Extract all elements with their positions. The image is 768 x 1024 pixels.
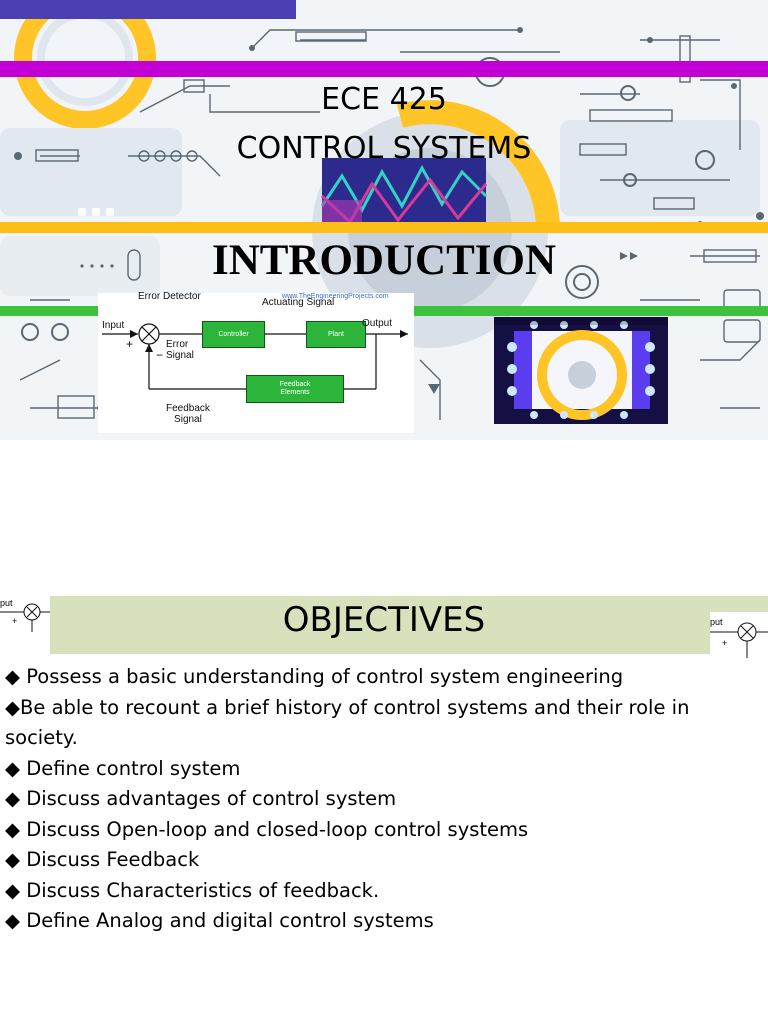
objectives-header-bar	[50, 596, 768, 654]
mini-plus-left: +	[12, 616, 18, 626]
magenta-accent-bar	[0, 61, 768, 77]
objective-item: ◆Be able to recount a brief history of c…	[5, 695, 690, 750]
diamond-bullet-icon: ◆	[5, 665, 20, 688]
objective-item: ◆ Define control system	[5, 756, 241, 780]
mini-input-label-right: put	[710, 617, 723, 627]
objective-item: ◆ Discuss Open-loop and closed-loop cont…	[5, 817, 529, 841]
mini-plus-right: +	[722, 638, 728, 648]
course-name: CONTROL SYSTEMS	[236, 131, 532, 166]
objectives-title: OBJECTIVES	[282, 600, 486, 640]
plant-block: Plant	[306, 321, 366, 348]
diamond-bullet-icon: ◆	[5, 787, 20, 810]
objective-item: ◆ Discuss Characteristics of feedback.	[5, 878, 380, 902]
objectives-list: ◆ Possess a basic understanding of contr…	[5, 662, 765, 937]
plus-sign: +	[126, 337, 134, 351]
controller-block: Controller	[202, 321, 265, 348]
error-signal-label: Error Signal	[166, 339, 194, 361]
title-slide: ECE 425 CONTROL SYSTEMS INTRODUCTION	[0, 0, 768, 440]
error-detector-label: Error Detector	[138, 291, 201, 302]
diagram-source-url: www.TheEngineeringProjects.com	[282, 293, 389, 300]
input-label: Input	[102, 320, 125, 331]
mini-diagram-right: put +	[710, 612, 768, 660]
minus-sign: −	[156, 348, 164, 362]
feedback-signal-label: Feedback Signal	[166, 403, 210, 425]
objective-item: ◆ Discuss Feedback	[5, 848, 200, 871]
diamond-bullet-icon: ◆	[5, 756, 20, 780]
feedback-block-diagram: www.TheEngineeringProjects.com Error Det…	[98, 291, 414, 433]
diamond-bullet-icon: ◆	[5, 695, 20, 719]
objective-item: ◆ Possess a basic understanding of contr…	[5, 665, 624, 688]
diamond-bullet-icon: ◆	[5, 848, 20, 871]
orange-accent-bar	[0, 222, 768, 233]
decorative-lights-image	[494, 317, 668, 424]
objectives-slide: OBJECTIVES put + put + ◆	[0, 592, 768, 1024]
diamond-bullet-icon: ◆	[5, 817, 20, 841]
mini-diagram-left: put +	[0, 596, 50, 634]
diamond-bullet-icon: ◆	[5, 909, 20, 932]
mini-input-label-left: put	[0, 598, 13, 608]
section-title: INTRODUCTION	[211, 237, 557, 284]
actuating-signal-label: Actuating Signal	[262, 297, 335, 308]
objective-item: ◆ Discuss advantages of control system	[5, 787, 397, 810]
block-diagram-lines	[102, 323, 408, 393]
course-code: ECE 425	[321, 82, 447, 117]
diamond-bullet-icon: ◆	[5, 878, 20, 902]
output-label: Output	[362, 318, 393, 329]
blue-accent-bar	[0, 0, 296, 19]
objective-item: ◆ Define Analog and digital control syst…	[5, 909, 434, 932]
feedback-elements-block: Feedback Elements	[246, 375, 344, 403]
